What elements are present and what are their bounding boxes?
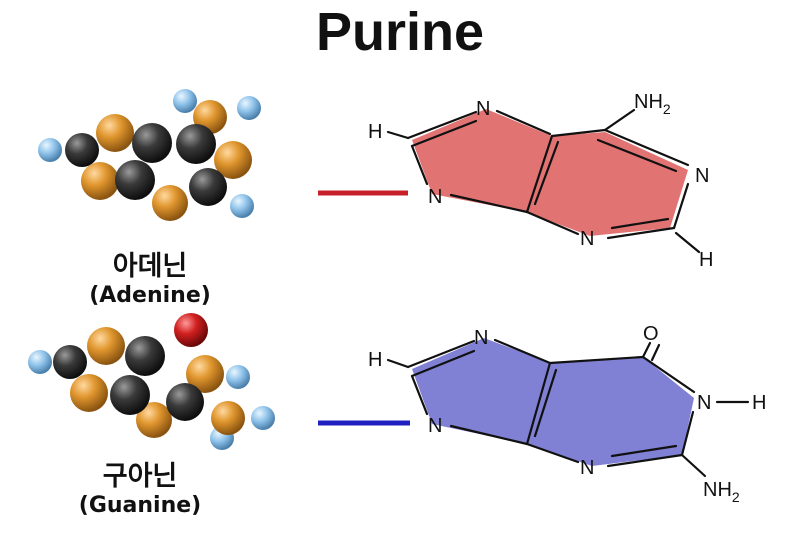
adenine-3d-model	[38, 89, 261, 221]
adenine-atom-n-bottom: N	[580, 228, 594, 250]
adenine-atom-h-left: H	[368, 121, 382, 143]
oxygen-atom	[174, 313, 208, 347]
adenine-atom-n-top: N	[476, 98, 490, 120]
guanine-ring-fill	[412, 338, 694, 466]
nitrogen-atom	[96, 114, 134, 152]
nitrogen-atom	[136, 402, 172, 438]
adenine-ring-fill	[412, 109, 688, 236]
adenine-structure: N H N N N H NH2	[368, 91, 713, 271]
nitrogen-atom	[211, 401, 245, 435]
guanine-atom-o-top: O	[643, 323, 659, 345]
guanine-atom-h-right: H	[752, 392, 766, 414]
guanine-english-name: (Guanine)	[78, 493, 202, 518]
hydrogen-atom	[226, 365, 250, 389]
nitrogen-atom	[214, 141, 252, 179]
adenine-atom-nh2: NH2	[634, 91, 671, 117]
hydrogen-atom	[237, 96, 261, 120]
carbon-atom	[166, 383, 204, 421]
nitrogen-atom	[186, 355, 224, 393]
adenine-atom-n-right: N	[695, 165, 709, 187]
carbon-atom	[176, 124, 216, 164]
carbon-atom	[125, 336, 165, 376]
adenine-atom-n-left: N	[428, 186, 442, 208]
carbon-atom	[189, 168, 227, 206]
hydrogen-atom	[28, 350, 52, 374]
guanine-atom-n-right: N	[697, 392, 711, 414]
adenine-atom-h-bottom: H	[699, 249, 713, 271]
guanine-atom-n-bottom: N	[580, 457, 594, 479]
adenine-english-name: (Adenine)	[89, 283, 211, 308]
guanine-3d-model	[28, 313, 275, 450]
guanine-atom-n-top: N	[474, 327, 488, 349]
guanine-atom-h-left: H	[368, 349, 382, 371]
hydrogen-atom	[251, 406, 275, 430]
adenine-korean-name: 아데닌	[112, 251, 188, 282]
nitrogen-atom	[87, 327, 125, 365]
carbon-atom	[53, 345, 87, 379]
nitrogen-atom	[152, 185, 188, 221]
hydrogen-atom	[173, 89, 197, 113]
carbon-atom	[65, 133, 99, 167]
nitrogen-atom	[81, 162, 119, 200]
carbon-atom	[115, 160, 155, 200]
carbon-atom	[132, 123, 172, 163]
hydrogen-atom	[230, 194, 254, 218]
carbon-atom	[110, 375, 150, 415]
guanine-korean-name: 구아닌	[102, 461, 178, 492]
page-title: Purine	[315, 2, 485, 62]
nitrogen-atom	[70, 374, 108, 412]
guanine-atom-nh2: NH2	[703, 479, 740, 505]
hydrogen-atom	[38, 138, 62, 162]
guanine-atom-n-left: N	[428, 415, 442, 437]
guanine-structure: N H N O N H N NH2	[368, 323, 766, 505]
